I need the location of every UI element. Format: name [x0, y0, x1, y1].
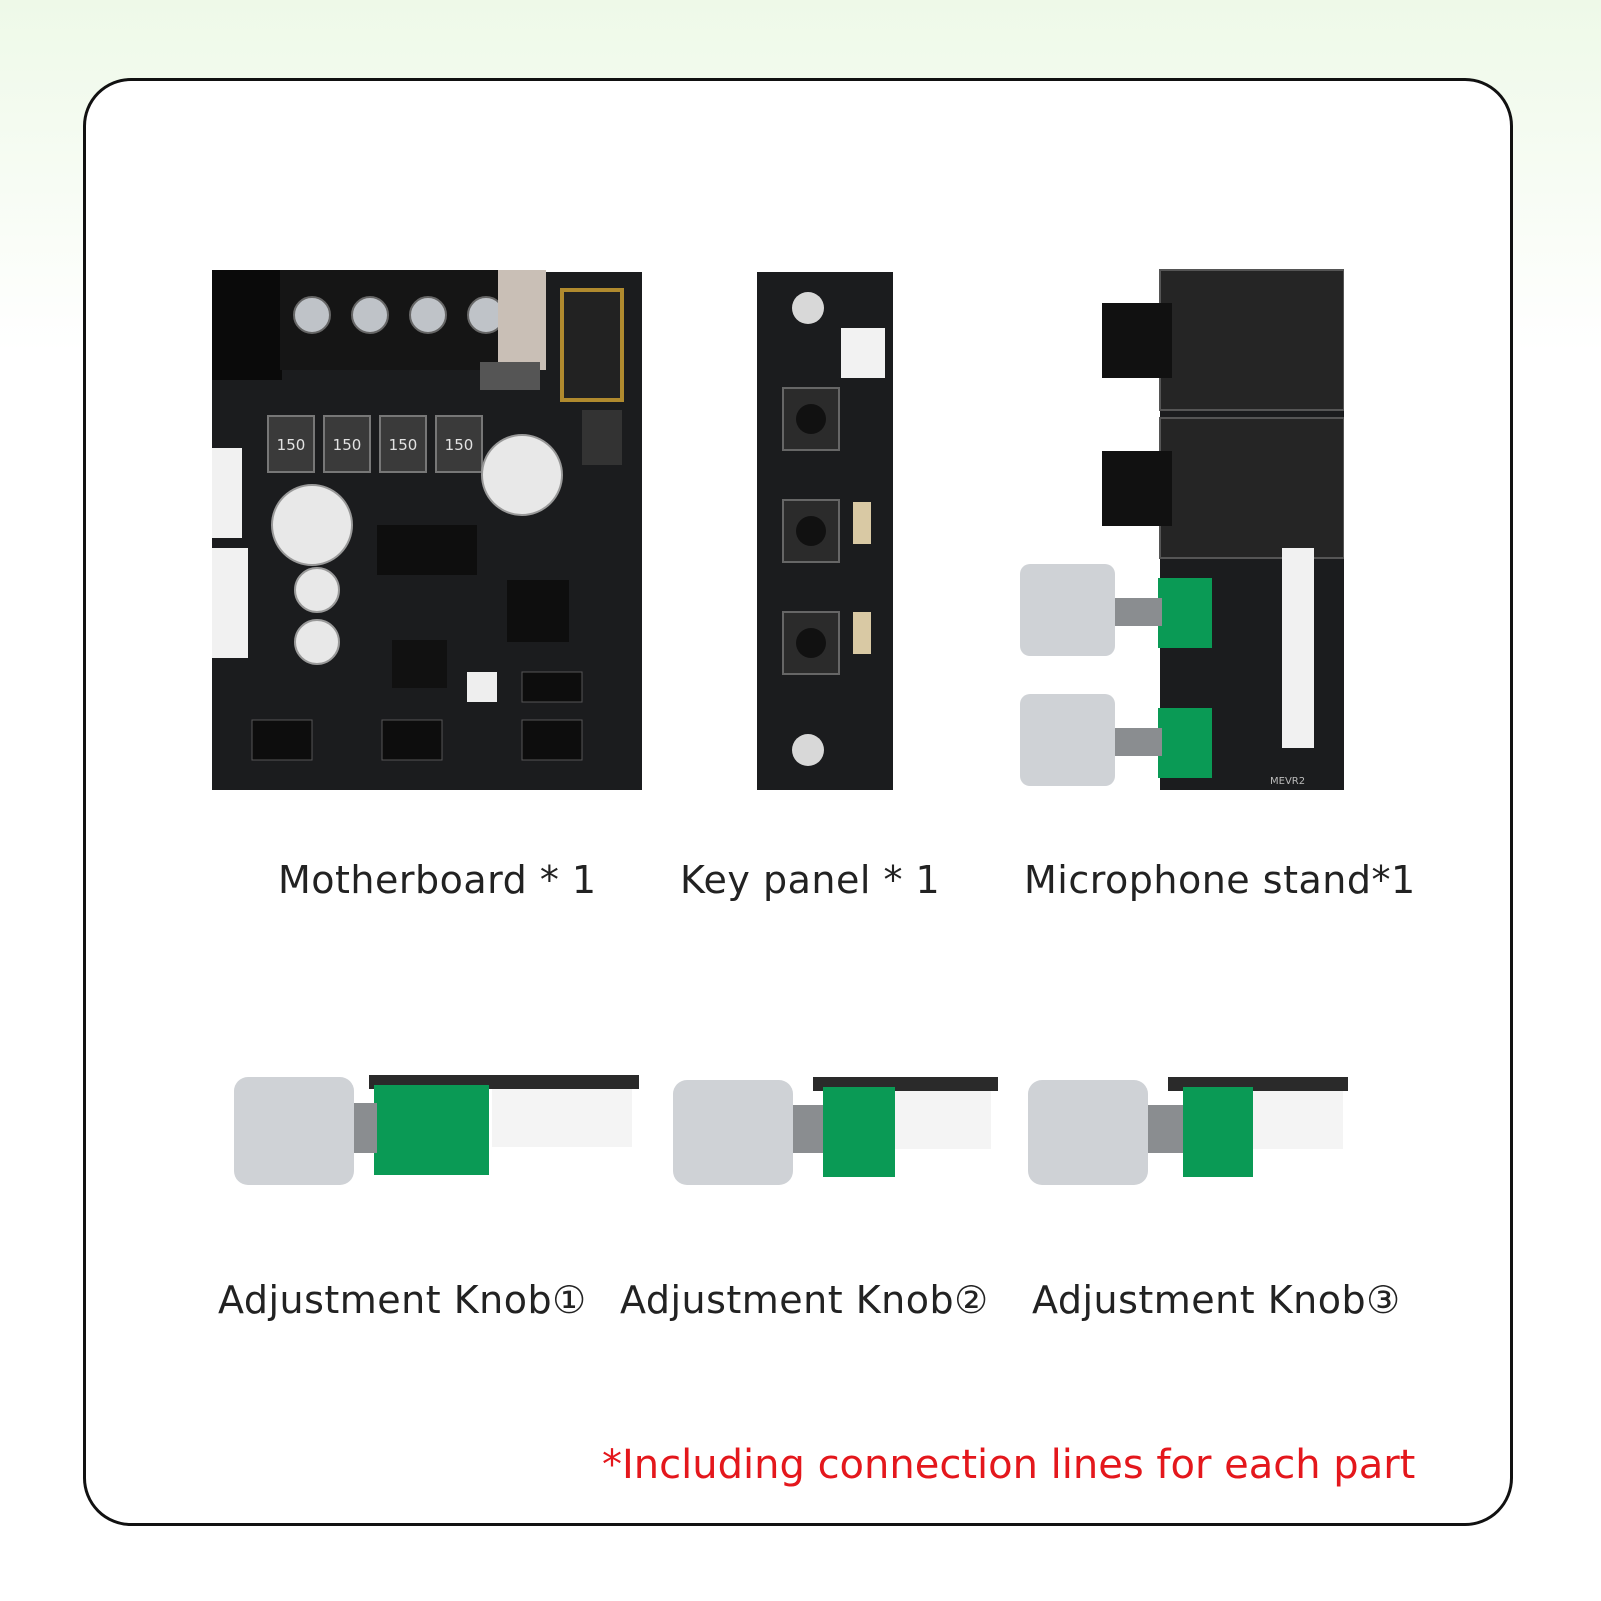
- inductor-label: 150: [389, 436, 418, 454]
- knob-2-image: [673, 1077, 998, 1185]
- board-version-label: MEVR2: [1270, 776, 1305, 787]
- microphone-stand-caption: Microphone stand*1: [1024, 858, 1416, 902]
- key-panel-caption: Key panel * 1: [680, 858, 941, 902]
- knob-3-image: [1028, 1077, 1348, 1185]
- inductor-label: 150: [445, 436, 474, 454]
- motherboard-caption: Motherboard * 1: [278, 858, 597, 902]
- motherboard-image: 150 150 150 150: [212, 270, 642, 790]
- key-panel-image: [757, 272, 893, 790]
- knob-1-image: [234, 1075, 639, 1185]
- inductor-label: 150: [333, 436, 362, 454]
- inductor-label: 150: [277, 436, 306, 454]
- footnote: *Including connection lines for each par…: [602, 1442, 1416, 1488]
- knob-2-caption: Adjustment Knob②: [620, 1278, 989, 1322]
- knob-1-caption: Adjustment Knob①: [218, 1278, 587, 1322]
- microphone-stand-image: MEVR2: [1020, 269, 1344, 790]
- knob-3-caption: Adjustment Knob③: [1032, 1278, 1401, 1322]
